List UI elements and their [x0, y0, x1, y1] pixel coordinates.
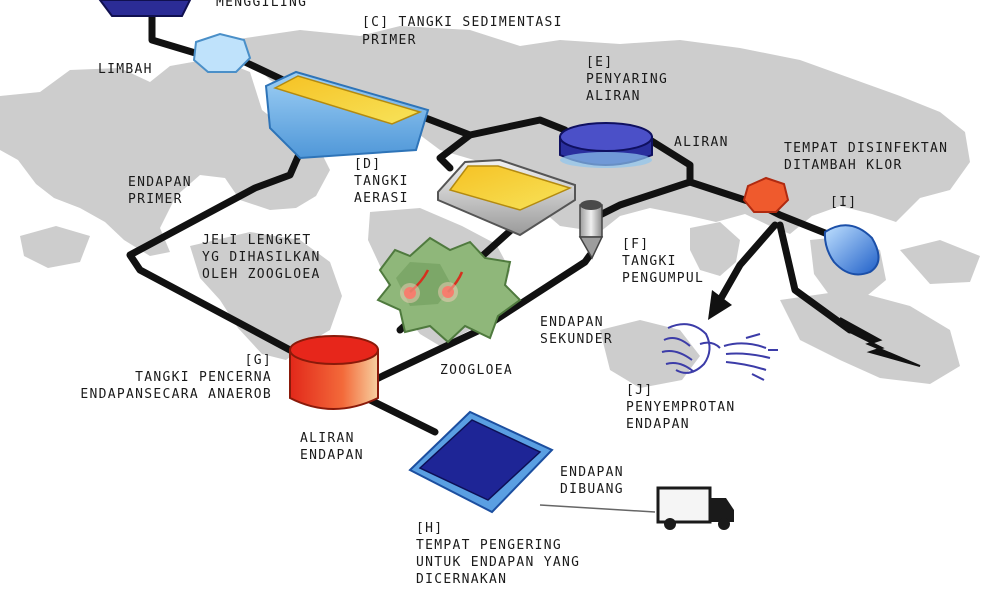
aeration-tank-icon: [437, 158, 576, 237]
label-line: DITAMBAH KLOR: [784, 158, 903, 173]
label-c-sedimentation: [C] TANGKI SEDIMENTASI PRIMER: [362, 14, 563, 50]
spray-face-icon: [661, 323, 778, 381]
pipe-to-spray: [716, 221, 779, 304]
digester-tank-icon: [289, 335, 379, 410]
arrow-to-spray: [708, 290, 732, 320]
label-line: LIMBAH: [98, 62, 153, 77]
pipe-grinder-to-limbah: [148, 4, 216, 62]
label-i-outfall: [I]: [830, 194, 857, 211]
leader-endapan-dibuang: [539, 504, 656, 513]
pipe-sedimentation-to-aeration: [406, 108, 474, 172]
label-menggiling: MENGGILING: [216, 0, 307, 11]
label-jeli-lengket: JELI LENGKET YG DIHASILKAN OLEH ZOOGLOEA: [202, 232, 321, 283]
label-line: [J]: [626, 383, 654, 398]
outfall-drop-icon: [823, 224, 880, 276]
label-line: ENDAPANSECARA ANAEROB: [80, 387, 272, 402]
collector-tank-icon: [578, 200, 604, 260]
label-line: [F]: [622, 237, 650, 252]
filter-tank-icon: [559, 122, 653, 168]
label-e-filter: [E] PENYARING ALIRAN: [586, 54, 668, 105]
pipe-primer-sludge: [126, 148, 304, 354]
label-line: OLEH ZOOGLOEA: [202, 267, 321, 282]
pipe-sedimentation-to-filter: [466, 116, 569, 139]
label-disinfection: TEMPAT DISINFEKTAN DITAMBAH KLOR: [784, 140, 948, 174]
label-line: TEMPAT DISINFEKTAN: [784, 141, 949, 156]
disinfection-hexagon-icon: [742, 176, 790, 213]
label-line: TANGKI PENCERNA: [135, 370, 272, 385]
grinder-icon: [98, 0, 192, 17]
pipe-to-lightning: [776, 221, 854, 334]
label-endapan-primer: ENDAPAN PRIMER: [128, 174, 192, 208]
label-line: [H]: [416, 521, 444, 536]
label-j-spray: [J] PENYEMPROTAN ENDAPAN: [626, 382, 736, 433]
label-line: [D]: [354, 157, 382, 172]
label-line: ENDAPAN: [128, 175, 192, 190]
label-line: JELI LENGKET: [202, 233, 312, 248]
label-line: ZOOGLOEA: [440, 363, 514, 378]
label-line: ENDAPAN: [560, 465, 624, 480]
label-line: PRIMER: [362, 33, 417, 48]
label-line: UNTUK ENDAPAN YANG: [416, 555, 581, 570]
sedimentation-tank-icon: [264, 70, 430, 160]
label-line: [G]: [244, 353, 272, 368]
label-line: ENDAPAN: [300, 448, 364, 463]
label-line: TANGKI: [622, 254, 677, 269]
label-line: ENDAPAN: [540, 315, 604, 330]
drying-bed-icon: [408, 410, 554, 514]
label-limbah: LIMBAH: [98, 61, 153, 78]
label-line: PENGUMPUL: [622, 271, 705, 286]
label-line: PRIMER: [128, 192, 183, 207]
label-line: PENYEMPROTAN: [626, 400, 736, 415]
label-line: PENYARING: [586, 72, 669, 87]
label-line: DICERNAKAN: [416, 572, 508, 587]
label-line: ENDAPAN: [626, 417, 690, 432]
label-line: ALIRAN: [300, 431, 355, 446]
pipe-collector-to-digester: [366, 251, 594, 386]
label-line: TANGKI: [354, 174, 409, 189]
truck-icon: [656, 486, 734, 530]
zoogloea-icon: [376, 236, 522, 344]
label-line: ALIRAN: [674, 135, 729, 150]
lightning-icon: [839, 317, 921, 367]
label-zoogloea: ZOOGLOEA: [440, 362, 513, 379]
label-line: YG DIHASILKAN: [202, 250, 321, 265]
label-endapan-sekunder: ENDAPAN SEKUNDER: [540, 314, 613, 348]
label-line: [E]: [586, 55, 614, 70]
label-line: TEMPAT PENGERING: [416, 538, 563, 553]
label-line: [C] TANGKI SEDIMENTASI: [362, 15, 563, 30]
label-line: [I]: [830, 195, 858, 210]
label-h-drying: [H] TEMPAT PENGERING UNTUK ENDAPAN YANG …: [416, 520, 580, 588]
label-endapan-dibuang: ENDAPAN DIBUANG: [560, 464, 624, 498]
label-g-digester: [G] TANGKI PENCERNA ENDAPANSECARA ANAERO…: [20, 352, 272, 403]
label-line: MENGGILING: [216, 0, 308, 10]
label-line: ALIRAN: [586, 89, 641, 104]
wastewater-hexagon-icon: [192, 32, 252, 73]
label-line: DIBUANG: [560, 482, 624, 497]
label-aliran: ALIRAN: [674, 134, 729, 151]
label-line: AERASI: [354, 191, 409, 206]
label-line: SEKUNDER: [540, 332, 614, 347]
label-d-aeration: [D] TANGKI AERASI: [354, 156, 409, 207]
label-aliran-endapan: ALIRAN ENDAPAN: [300, 430, 364, 464]
label-f-collector: [F] TANGKI PENGUMPUL: [622, 236, 704, 287]
